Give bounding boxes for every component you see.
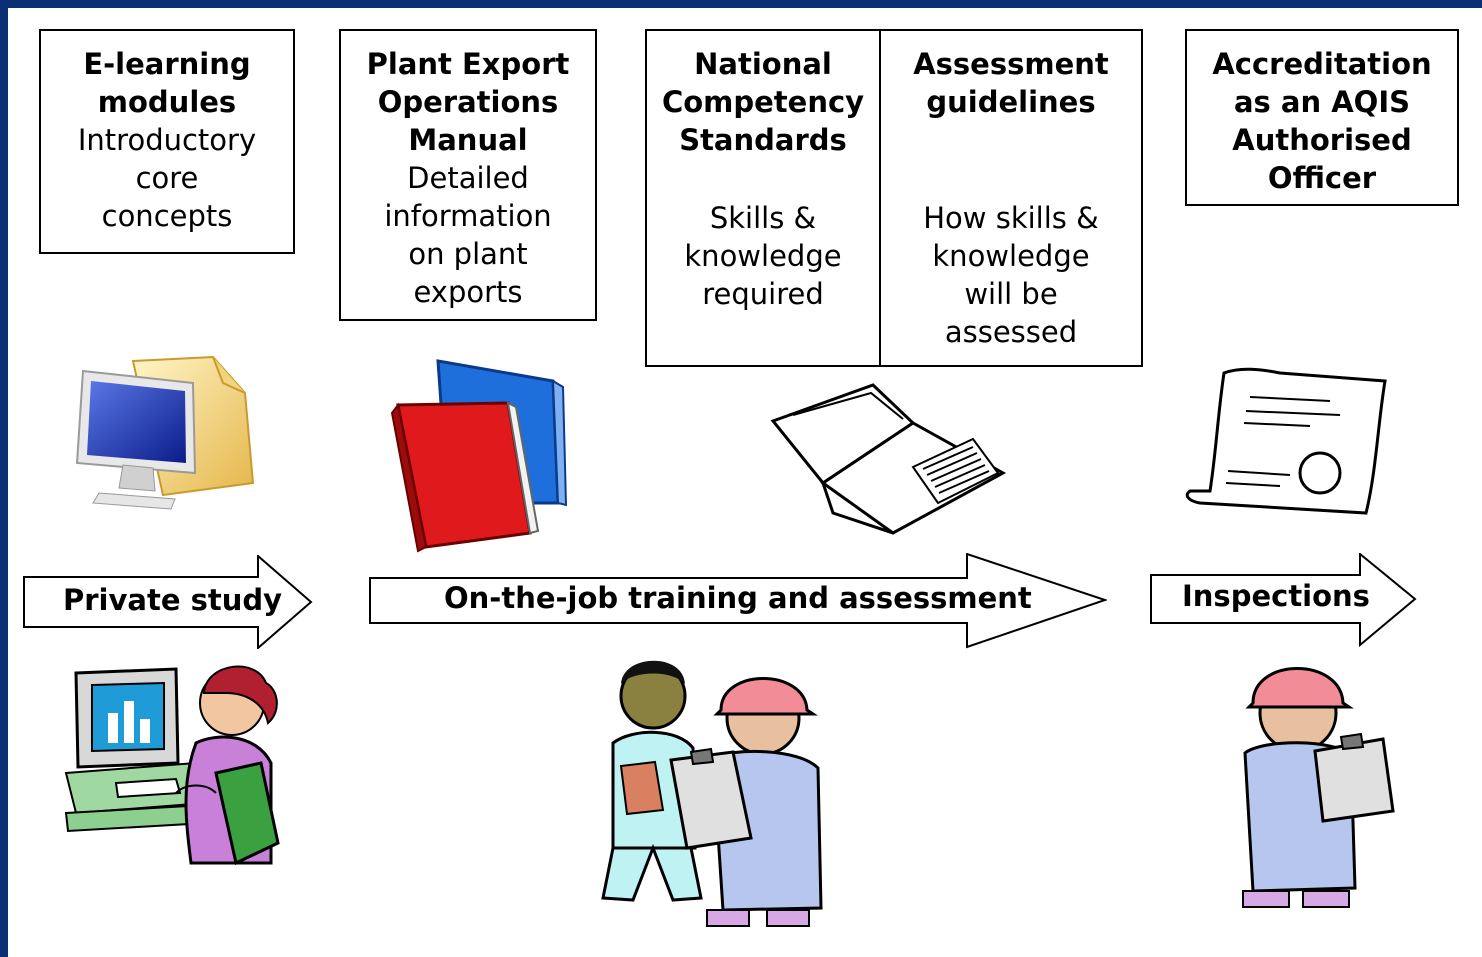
trainer-and-worker-icon	[601, 660, 823, 927]
elearning-title: E-learning modules	[83, 47, 251, 119]
binders-icon	[390, 359, 568, 553]
guidelines-cell: Assessment guidelines How skills & knowl…	[881, 31, 1141, 365]
standards-cell: National Competency Standards Skills & k…	[647, 31, 881, 365]
elearning-box: E-learning modules Introductory core con…	[39, 29, 295, 254]
inspector-icon	[1242, 667, 1395, 908]
diagram-canvas: E-learning modules Introductory core con…	[8, 8, 1482, 957]
private-study-arrow: Private study	[23, 555, 313, 649]
manual-title: Plant Export Operations Manual	[366, 47, 570, 157]
elearning-desc: Introductory core concepts	[77, 123, 257, 233]
on-the-job-label: On-the-job training and assessment	[444, 581, 1032, 615]
guidelines-desc: How skills & knowledge will be assessed	[923, 201, 1099, 349]
inspections-arrow: Inspections	[1150, 553, 1418, 647]
inspections-label: Inspections	[1182, 579, 1370, 613]
standards-desc: Skills & knowledge required	[684, 201, 842, 311]
documents-icon	[770, 383, 1007, 535]
accreditation-title: Accreditation as an AQIS Authorised Offi…	[1212, 47, 1432, 195]
manual-box: Plant Export Operations Manual Detailed …	[339, 29, 597, 321]
standards-guidelines-box: National Competency Standards Skills & k…	[645, 29, 1143, 367]
certificate-icon	[1185, 367, 1387, 515]
computer-folder-icon	[75, 355, 255, 510]
student-at-computer-icon	[64, 665, 280, 866]
guidelines-title: Assessment guidelines	[913, 47, 1109, 119]
standards-title: National Competency Standards	[661, 47, 865, 157]
private-study-label: Private study	[63, 583, 283, 617]
on-the-job-arrow: On-the-job training and assessment	[369, 553, 1107, 649]
accreditation-box: Accreditation as an AQIS Authorised Offi…	[1185, 29, 1459, 206]
manual-desc: Detailed information on plant exports	[384, 161, 552, 309]
